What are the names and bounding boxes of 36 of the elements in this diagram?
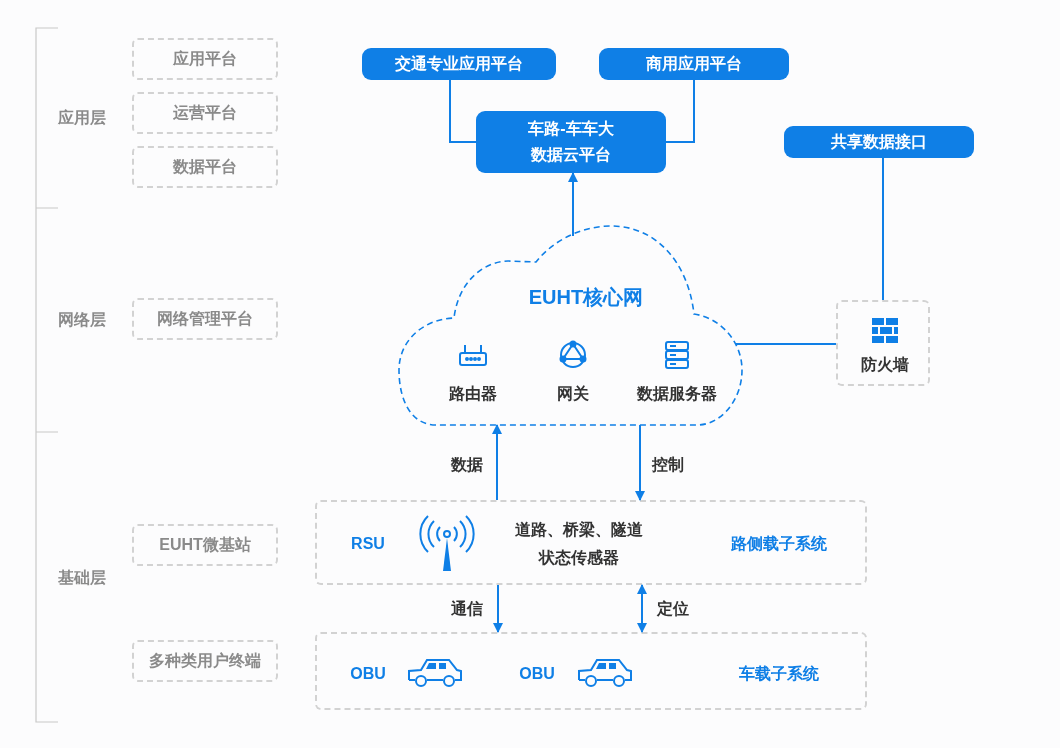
connector-line [882,157,884,301]
platform-box: 数据平台 [132,146,278,188]
firewall-box [836,300,930,386]
layer-label: 应用层 [58,107,106,128]
connector-line [665,79,695,143]
platform-box: 商用应用平台 [599,48,789,80]
platform-box: 应用平台 [132,38,278,80]
subsystem-box [315,632,867,710]
device-label: OBU [519,664,555,684]
subsystem-label: 路侧载子系统 [731,534,827,554]
device-label: RSU [351,534,385,554]
arrow [635,424,645,501]
arrow [492,424,502,501]
platform-box: 网络管理平台 [132,298,278,340]
sensor-label: 道路、桥梁、隧道状态传感器 [514,520,644,568]
platform-box: 车路-车车大数据云平台 [476,111,666,173]
arrow [493,584,503,633]
platform-box: 多种类用户终端 [132,640,278,682]
platform-box: 运营平台 [132,92,278,134]
device-label: 网关 [557,383,589,404]
connector-line [449,79,477,143]
subsystem-label: 车载子系统 [739,664,819,684]
device-label: OBU [350,664,386,684]
arrow [568,172,578,237]
platform-box: 共享数据接口 [784,126,974,158]
subsystem-box [315,500,867,585]
device-label: 路由器 [449,383,497,404]
platform-box: 交通专业应用平台 [362,48,556,80]
device-label: 防火墙 [861,354,909,375]
connector-line [735,343,837,345]
layer-label: 网络层 [58,309,106,330]
device-label: 数据服务器 [637,383,717,404]
arrow [637,584,647,633]
layer-label: 基础层 [58,567,106,588]
platform-box: EUHT微基站 [132,524,278,566]
cloud-title: EUHT核心网 [528,284,644,310]
